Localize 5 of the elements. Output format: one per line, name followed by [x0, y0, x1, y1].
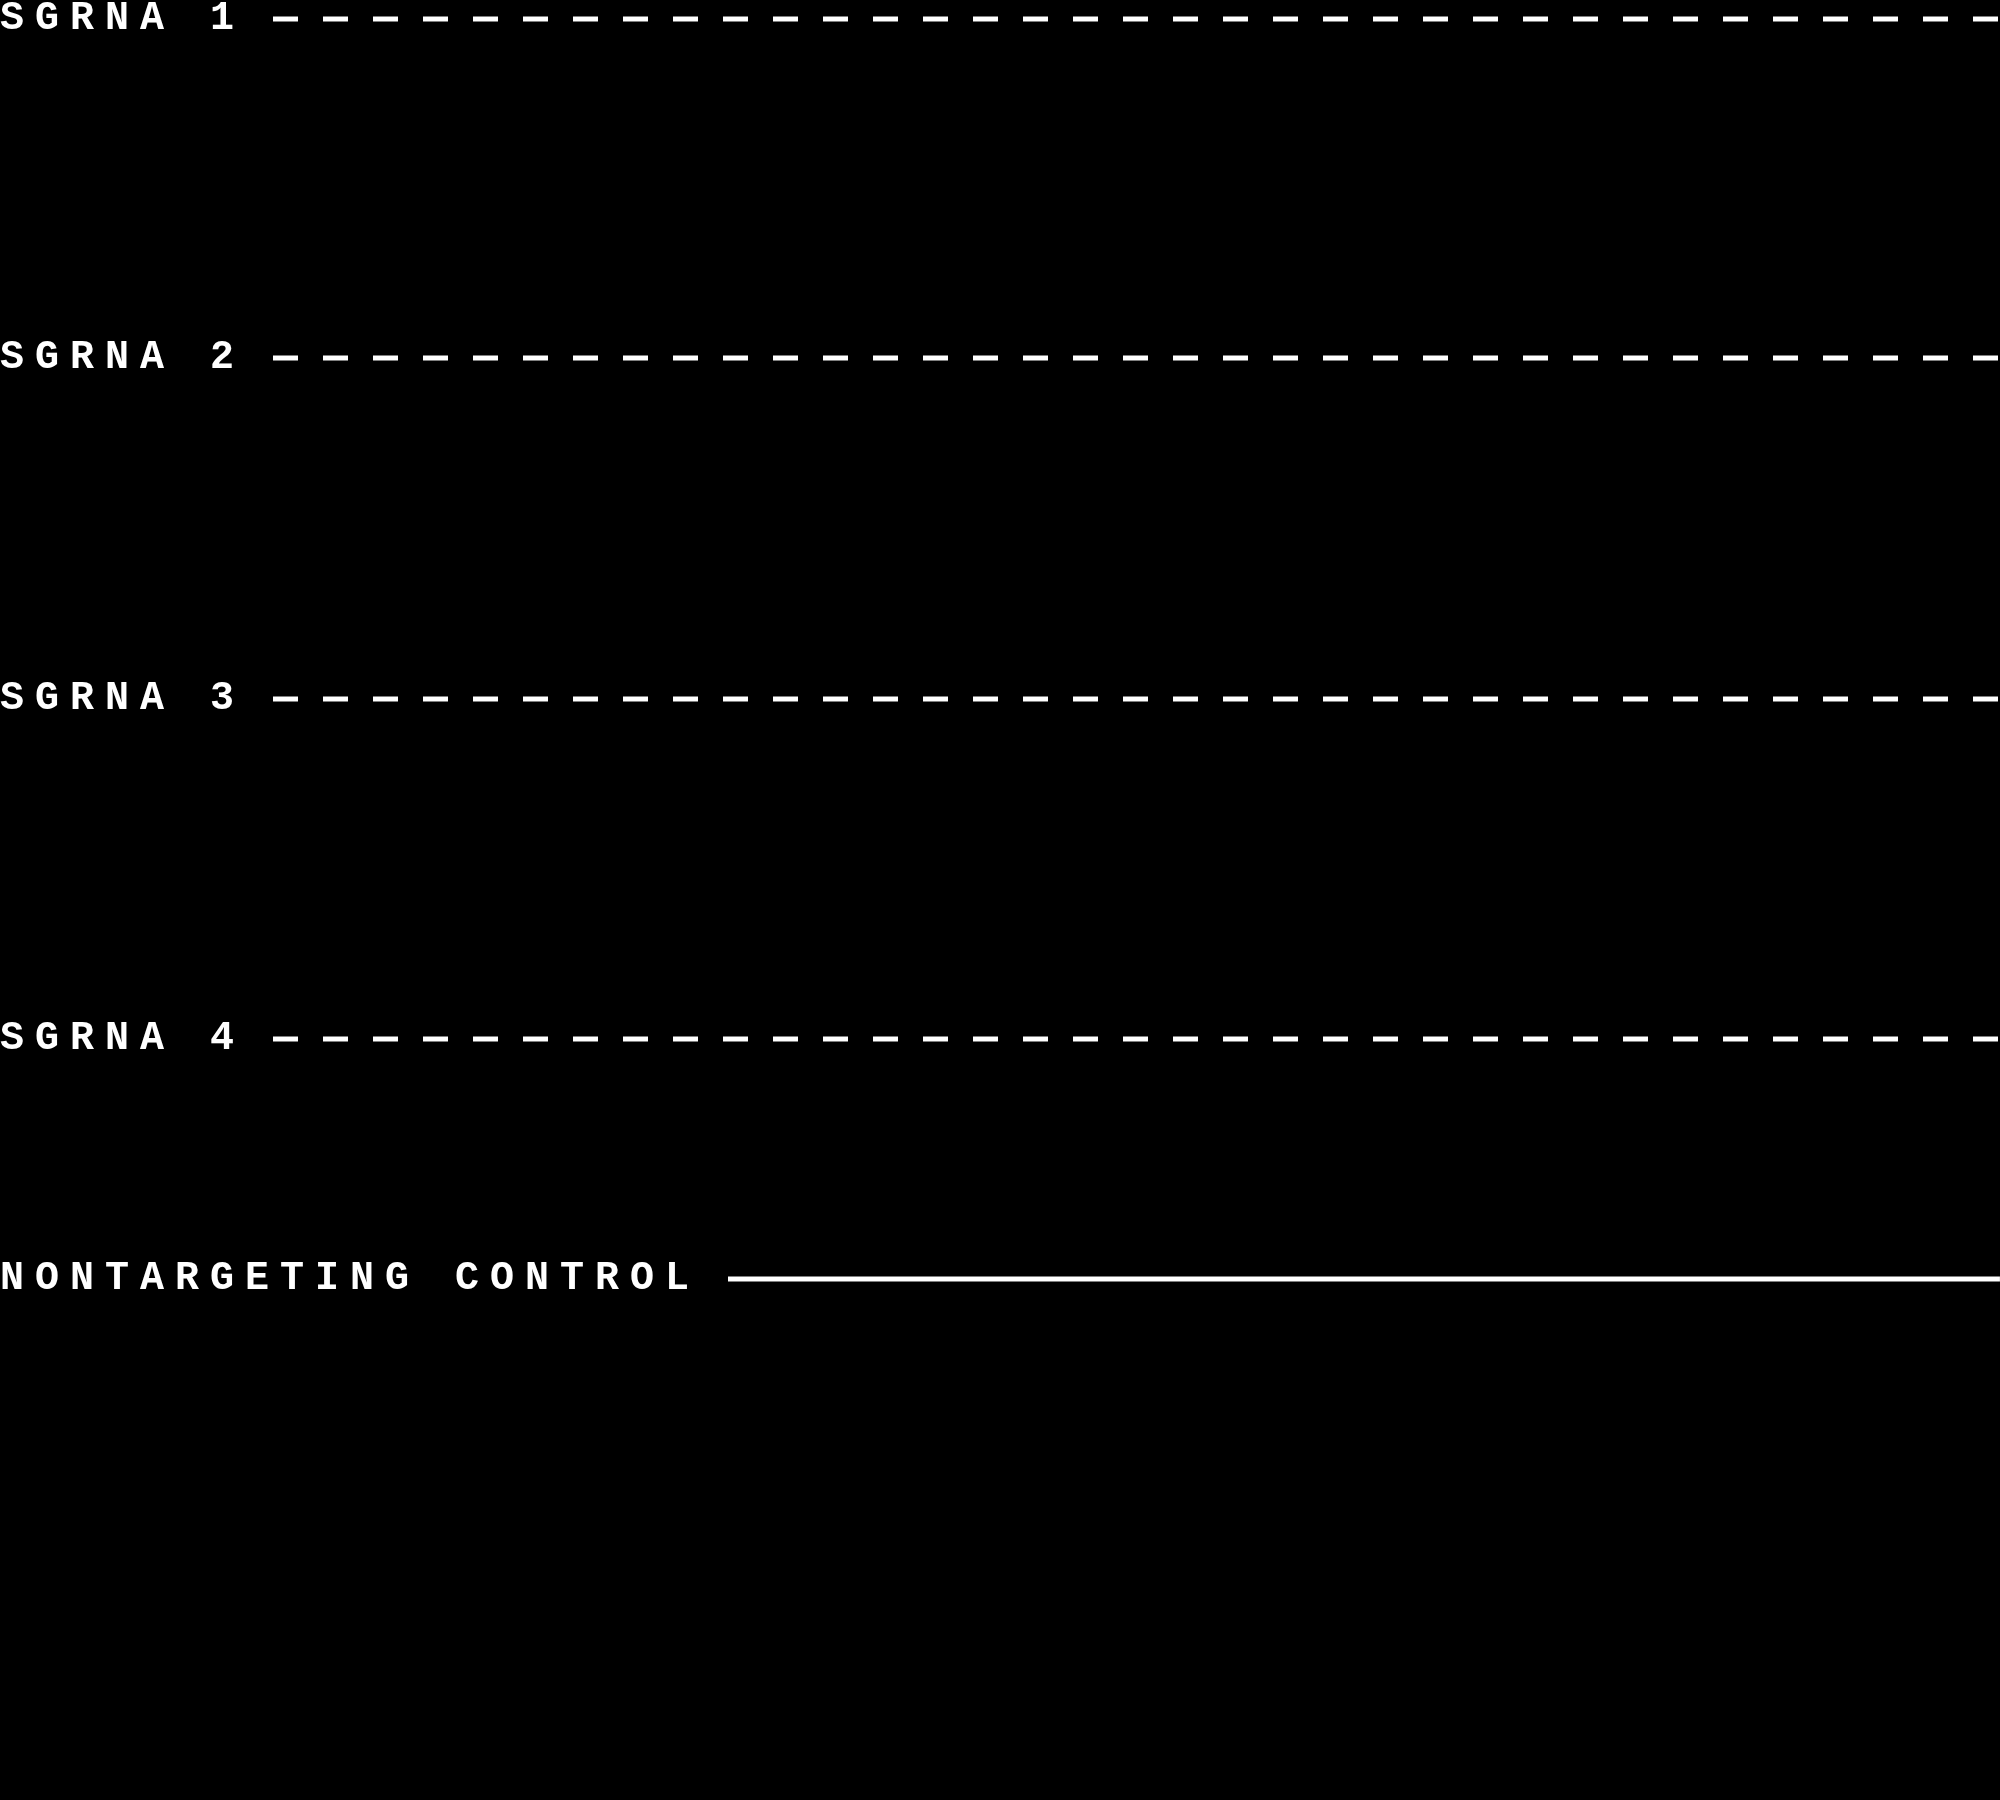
- legend-label: SGRNA 3: [0, 677, 246, 721]
- legend-label: SGRNA 1: [0, 0, 246, 41]
- legend-label: SGRNA 4: [0, 1017, 246, 1061]
- legend-label: NONTARGETING CONTROL: [0, 1257, 701, 1301]
- legend-label: SGRNA 2: [0, 336, 246, 380]
